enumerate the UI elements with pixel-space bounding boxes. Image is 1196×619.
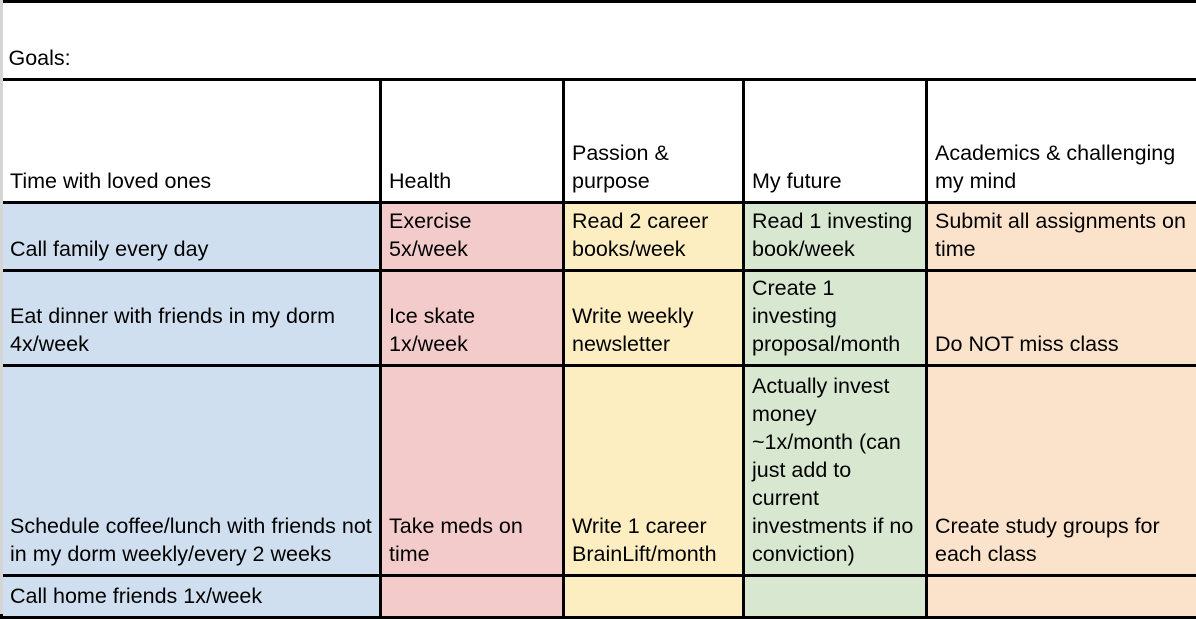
- goal-cell[interactable]: Create study groups for each class: [927, 365, 1196, 575]
- table-row: Call home friends 1x/week: [2, 575, 1196, 617]
- column-header-health[interactable]: Health: [381, 80, 564, 203]
- goal-text: Actually invest money ~1x/month (can jus…: [752, 373, 918, 569]
- goal-cell[interactable]: Eat dinner with friends in my dorm 4x/we…: [2, 271, 381, 366]
- column-header-label: Health: [389, 168, 555, 196]
- header-row: Time with loved ones Health Passion & pu…: [2, 80, 1196, 203]
- goal-text: Write 1 career BrainLift/month: [572, 513, 735, 569]
- column-header-time-with-loved-ones[interactable]: Time with loved ones: [2, 80, 381, 203]
- goal-text: Write weekly newsletter: [572, 303, 735, 359]
- column-header-academics[interactable]: Academics & challenging my mind: [927, 80, 1196, 203]
- goal-text: Schedule coffee/lunch with friends not i…: [10, 513, 372, 569]
- goal-cell-empty[interactable]: [381, 575, 564, 617]
- goal-cell[interactable]: Take meds on time: [381, 365, 564, 575]
- row-header-gutter: [0, 0, 3, 614]
- goal-text: Call family every day: [10, 236, 372, 264]
- goal-cell[interactable]: Exercise 5x/week: [381, 203, 564, 271]
- goal-cell[interactable]: Read 1 investing book/week: [744, 203, 927, 271]
- goal-cell[interactable]: Submit all assignments on time: [927, 203, 1196, 271]
- goal-text: Create 1 investing proposal/month: [752, 275, 918, 359]
- goal-cell-empty[interactable]: [744, 575, 927, 617]
- goal-cell[interactable]: Write weekly newsletter: [564, 271, 744, 366]
- goal-cell[interactable]: Read 2 career books/week: [564, 203, 744, 271]
- column-header-label: My future: [752, 168, 918, 196]
- goal-text: Ice skate 1x/week: [389, 303, 555, 359]
- goal-text: Exercise 5x/week: [389, 208, 555, 264]
- goal-cell[interactable]: Do NOT miss class: [927, 271, 1196, 366]
- column-header-label: Passion & purpose: [572, 140, 735, 196]
- goal-text: Submit all assignments on time: [935, 208, 1189, 264]
- goal-cell[interactable]: Actually invest money ~1x/month (can jus…: [744, 365, 927, 575]
- column-header-label: Academics & challenging my mind: [935, 140, 1189, 196]
- goal-cell-empty[interactable]: [564, 575, 744, 617]
- goal-text: Take meds on time: [389, 513, 555, 569]
- column-header-my-future[interactable]: My future: [744, 80, 927, 203]
- goal-cell[interactable]: Write 1 career BrainLift/month: [564, 365, 744, 575]
- goal-text: Call home friends 1x/week: [10, 583, 372, 611]
- goal-text: Read 1 investing book/week: [752, 208, 918, 264]
- goal-cell[interactable]: Ice skate 1x/week: [381, 271, 564, 366]
- goal-cell[interactable]: Call home friends 1x/week: [2, 575, 381, 617]
- column-header-passion-purpose[interactable]: Passion & purpose: [564, 80, 744, 203]
- goal-text: Read 2 career books/week: [572, 208, 735, 264]
- goal-cell[interactable]: Create 1 investing proposal/month: [744, 271, 927, 366]
- goal-text: Do NOT miss class: [935, 331, 1189, 359]
- table-row: Eat dinner with friends in my dorm 4x/we…: [2, 271, 1196, 366]
- table-row: Call family every day Exercise 5x/week R…: [2, 203, 1196, 271]
- goal-cell-empty[interactable]: [927, 575, 1196, 617]
- title-row: Goals:: [2, 2, 1196, 80]
- goal-cell[interactable]: Schedule coffee/lunch with friends not i…: [2, 365, 381, 575]
- column-header-label: Time with loved ones: [10, 168, 372, 196]
- table-row: Schedule coffee/lunch with friends not i…: [2, 365, 1196, 575]
- goal-text: Eat dinner with friends in my dorm 4x/we…: [10, 303, 372, 359]
- goal-text: Create study groups for each class: [935, 513, 1189, 569]
- page-title: Goals:: [2, 2, 1196, 80]
- goal-cell[interactable]: Call family every day: [2, 203, 381, 271]
